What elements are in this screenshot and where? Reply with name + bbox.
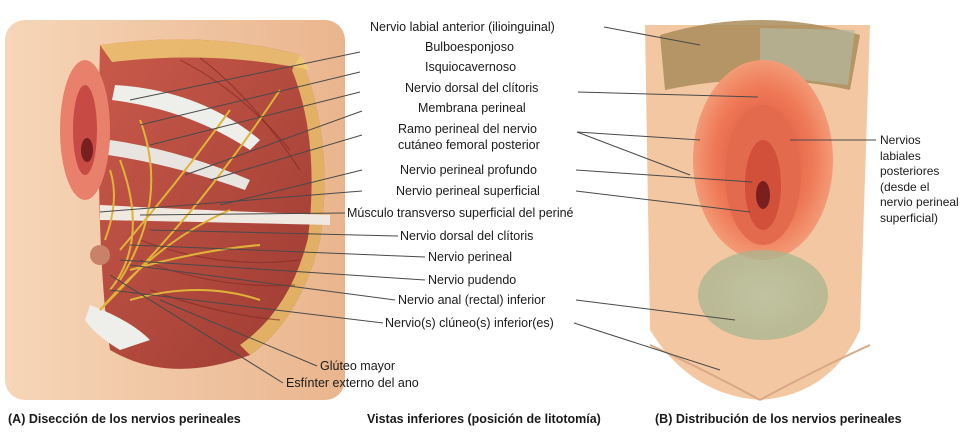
label-nervios-cluneos: Nervio(s) clúneo(s) inferior(es) <box>385 316 554 330</box>
label-ramo-perineal-line2: cutáneo femoral posterior <box>398 138 540 152</box>
label-nervio-pudendo: Nervio pudendo <box>428 273 516 287</box>
label-nervio-dorsal-clitoris-upper: Nervio dorsal del clítoris <box>405 81 538 95</box>
caption-b: (B) Distribución de los nervios perineal… <box>655 412 902 426</box>
label-bulboesponjoso: Bulboesponjoso <box>425 40 514 54</box>
caption-center: Vistas inferiores (posición de litotomía… <box>367 412 601 426</box>
side-label-line: labiales <box>880 149 959 165</box>
side-label-line: (desde el <box>880 180 959 196</box>
caption-a: (A) Disección de los nervios perineales <box>8 412 241 426</box>
label-nervio-perineal: Nervio perineal <box>428 250 512 264</box>
label-isquiocavernoso: Isquiocavernoso <box>425 60 516 74</box>
label-nervio-perineal-superficial: Nervio perineal superficial <box>396 184 540 198</box>
panel-b-artwork <box>645 20 870 400</box>
label-nervio-perineal-profundo: Nervio perineal profundo <box>400 163 537 177</box>
side-label-line: superficial) <box>880 211 959 227</box>
side-label-line: Nervios <box>880 133 959 149</box>
label-membrana-perineal: Membrana perineal <box>418 101 526 115</box>
label-nervio-dorsal-clitoris-lower: Nervio dorsal del clítoris <box>400 229 533 243</box>
side-label-line: nervio perineal <box>880 195 959 211</box>
side-label-line: posteriores <box>880 164 959 180</box>
label-musculo-transverso: Músculo transverso superficial del perin… <box>347 206 574 220</box>
label-ramo-perineal-line1: Ramo perineal del nervio <box>398 122 537 136</box>
label-nervios-labiales-posteriores: Nervios labiales posteriores (desde el n… <box>880 133 959 226</box>
label-nervio-anal-inferior: Nervio anal (rectal) inferior <box>398 293 545 307</box>
label-esfinter-externo: Esfínter externo del ano <box>286 376 419 390</box>
panel-a-artwork <box>5 20 345 400</box>
label-nervio-labial-anterior: Nervio labial anterior (ilioinguinal) <box>370 20 555 34</box>
label-gluteo-mayor: Glúteo mayor <box>320 359 395 373</box>
